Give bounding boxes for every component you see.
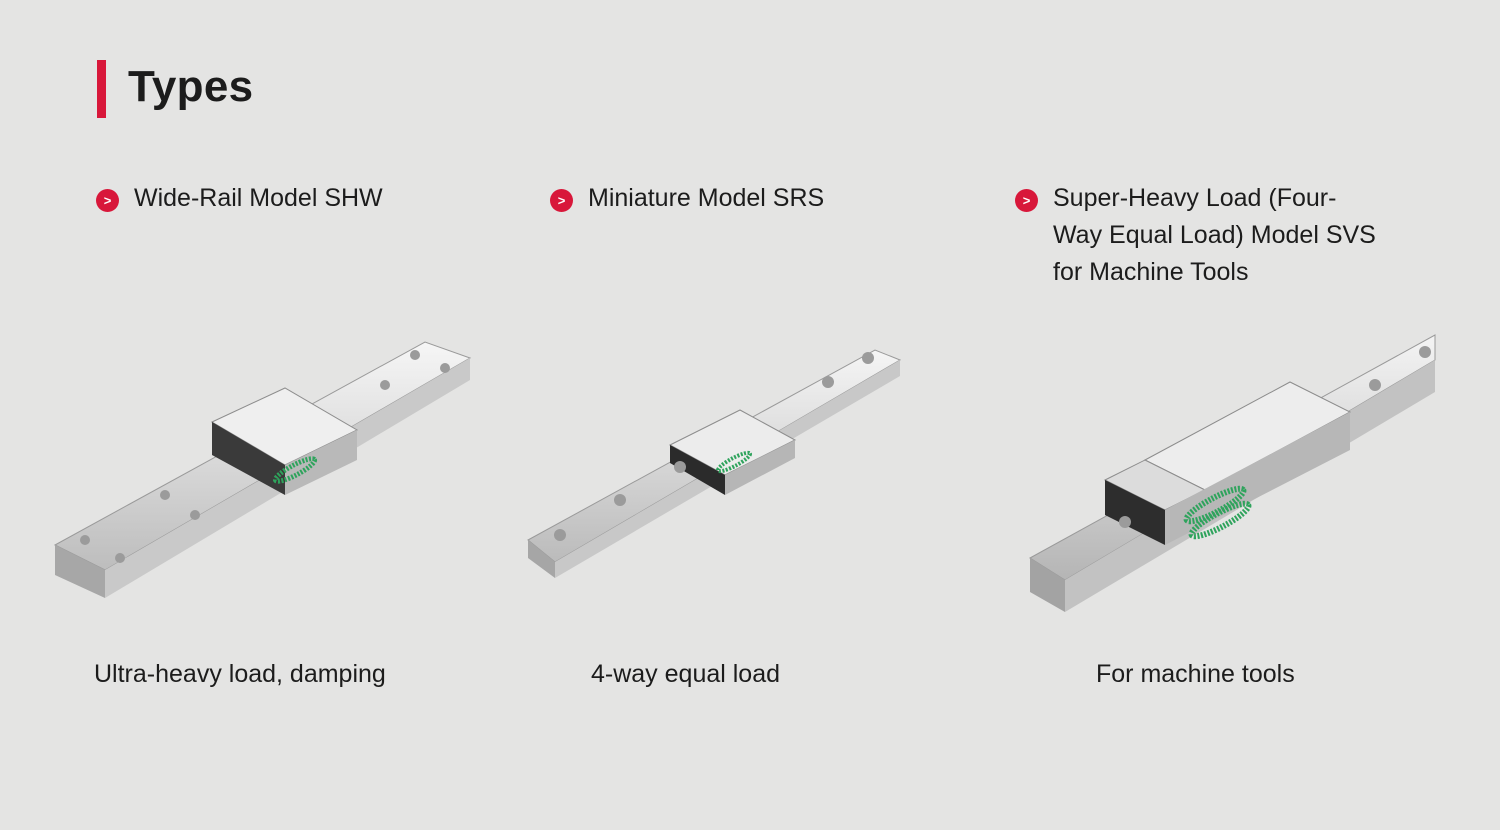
wide-rail-guide-shw-image [53, 341, 472, 598]
model-name-svs: Super-Heavy Load (Four- Way Equal Load) … [1053, 184, 1376, 286]
model-heading-srs: > Miniature Model SRS [550, 180, 824, 217]
title-accent-bar [97, 60, 106, 118]
super-heavy-guide-svs-image [1029, 334, 1436, 612]
chevron-right-icon: > [1015, 189, 1038, 212]
caption-svs: For machine tools [1096, 660, 1295, 688]
model-name-srs: Miniature Model SRS [588, 184, 825, 212]
caption-srs: 4-way equal load [591, 660, 781, 688]
caption-shw: Ultra-heavy load, damping [94, 660, 386, 688]
model-heading-svs: > Super-Heavy Load (Four- Way Equal Load… [1015, 180, 1376, 291]
model-heading-shw: > Wide-Rail Model SHW [96, 180, 383, 217]
model-name-shw: Wide-Rail Model SHW [134, 184, 383, 212]
chevron-right-icon: > [550, 189, 573, 212]
chevron-right-icon: > [96, 189, 119, 212]
miniature-guide-srs-image [527, 349, 902, 578]
page-title: Types [128, 62, 254, 111]
